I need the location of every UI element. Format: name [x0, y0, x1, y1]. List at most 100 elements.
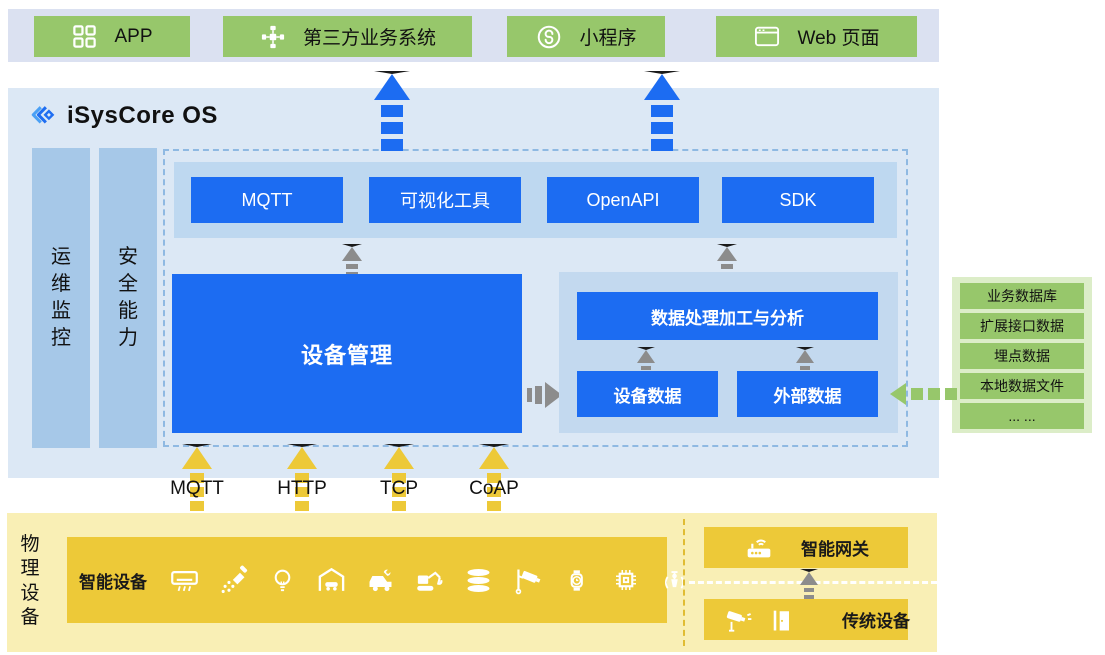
ops-monitoring-label: 运维监控 [51, 246, 71, 349]
device-management-box: 设备管理 [172, 274, 522, 433]
device-data-box: 设备数据 [577, 371, 718, 417]
legacy-camera-icon [724, 605, 754, 635]
excavator-icon [414, 565, 445, 596]
protocol-label-mqtt: MQTT [170, 478, 224, 499]
source-extended-api-data: 扩展接口数据 [960, 313, 1084, 339]
arrow-head [182, 444, 212, 469]
isyscore-logo-icon [30, 102, 58, 130]
up-arrow-tcp [384, 444, 414, 511]
arrow-dash [346, 264, 358, 269]
arrow-dash [381, 105, 403, 117]
tool-mqtt: MQTT [191, 177, 343, 223]
source-more: ... ... [960, 403, 1084, 429]
arrow-head [287, 444, 317, 469]
arrow-head [800, 569, 818, 585]
source-business-db: 业务数据库 [960, 283, 1084, 309]
cctv-camera-icon [512, 565, 543, 596]
arrow-dash [721, 264, 733, 269]
smart-gateway-box: 智能网关 [704, 527, 908, 568]
right-arrow-device-to-data [527, 382, 562, 408]
protocol-label-http: HTTP [277, 478, 327, 499]
channel-web: Web 页面 [716, 16, 917, 57]
network-icon [259, 23, 287, 51]
sidebar-ops-monitoring: 运维监控 [32, 148, 90, 448]
channel-app-label: APP [114, 25, 153, 47]
arrow-head [644, 71, 680, 100]
garage-icon [316, 565, 347, 596]
smart-gateway-label: 智能网关 [801, 540, 869, 559]
up-arrow-coap [479, 444, 509, 511]
arrow-head [637, 347, 655, 363]
arrow-head [796, 347, 814, 363]
arrow-dash [190, 501, 204, 511]
arrow-dash [392, 487, 406, 497]
tool-visualization: 可视化工具 [369, 177, 521, 223]
protocol-label-tcp: TCP [380, 478, 418, 499]
arrow-dash [641, 366, 651, 370]
tool-openapi: OpenAPI [547, 177, 699, 223]
up-arrow-to-tools [342, 244, 362, 277]
arrow-dash [381, 139, 403, 151]
arrow-dash [295, 487, 309, 497]
smart-devices-box: 智能设备 [67, 537, 685, 623]
arrow-dash [651, 105, 673, 117]
arrow-dash [295, 473, 309, 483]
os-title-text: iSysCore OS [67, 102, 218, 129]
up-arrow-to-channels [374, 71, 410, 151]
source-local-data-files: 本地数据文件 [960, 373, 1084, 399]
legacy-door-icon [768, 606, 796, 634]
arrow-dash [190, 487, 204, 497]
shower-icon [218, 565, 249, 596]
os-title: iSysCore OS [30, 102, 218, 130]
legacy-devices-box: 传统设备 [704, 599, 910, 640]
miniprogram-icon [535, 23, 563, 51]
security-capability-label: 安全能力 [118, 246, 138, 349]
external-data-box: 外部数据 [737, 371, 878, 417]
source-tracking-data: 埋点数据 [960, 343, 1084, 369]
physical-devices-label: 物理设备 [20, 534, 40, 628]
legacy-devices-label: 传统设备 [842, 612, 910, 631]
app-grid-icon [71, 23, 98, 50]
arrow-dash [928, 388, 940, 400]
os-core-dashed-boundary [163, 149, 908, 447]
browser-icon [753, 23, 781, 51]
arrow-dash [487, 501, 501, 511]
data-processing-box: 数据处理加工与分析 [577, 292, 878, 340]
up-arrow-mqtt [182, 444, 212, 511]
arrow-head [374, 71, 410, 100]
up-arrow-legacy-to-gateway [800, 569, 818, 599]
arrow-head [384, 444, 414, 469]
arrow-dash [295, 501, 309, 511]
light-bulb-icon [267, 565, 298, 596]
channel-web-label: Web 页面 [797, 28, 880, 49]
database-icon [463, 565, 494, 596]
arrow-head [545, 382, 562, 408]
tool-sdk: SDK [722, 177, 874, 223]
arrow-dash [945, 388, 957, 400]
arrow-dash [911, 388, 923, 400]
arrow-dash [190, 473, 204, 483]
car-service-icon [365, 565, 396, 596]
channel-miniprogram: 小程序 [507, 16, 665, 57]
channel-app: APP [34, 16, 190, 57]
external-sources-panel: 业务数据库 扩展接口数据 埋点数据 本地数据文件 ... ... [952, 277, 1092, 433]
bottom-section-divider [683, 519, 685, 646]
arrow-dash [487, 473, 501, 483]
arrow-dash [804, 595, 814, 599]
chip-icon [610, 565, 641, 596]
up-arrow-to-channels [644, 71, 680, 151]
arrow-dash [392, 473, 406, 483]
arrow-dash [527, 388, 532, 402]
channel-band: APP 第三方业务系统 小程序 [8, 9, 939, 62]
arrow-head [717, 244, 737, 261]
gateway-router-icon [743, 532, 775, 564]
air-conditioner-icon [169, 565, 200, 596]
arrow-dash [651, 139, 673, 151]
arrow-dash [804, 588, 814, 592]
protocol-label-coap: CoAP [469, 478, 519, 499]
channel-third-party: 第三方业务系统 [223, 16, 472, 57]
arrow-dash [392, 501, 406, 511]
arrow-head [479, 444, 509, 469]
channel-third-party-label: 第三方业务系统 [302, 28, 436, 49]
